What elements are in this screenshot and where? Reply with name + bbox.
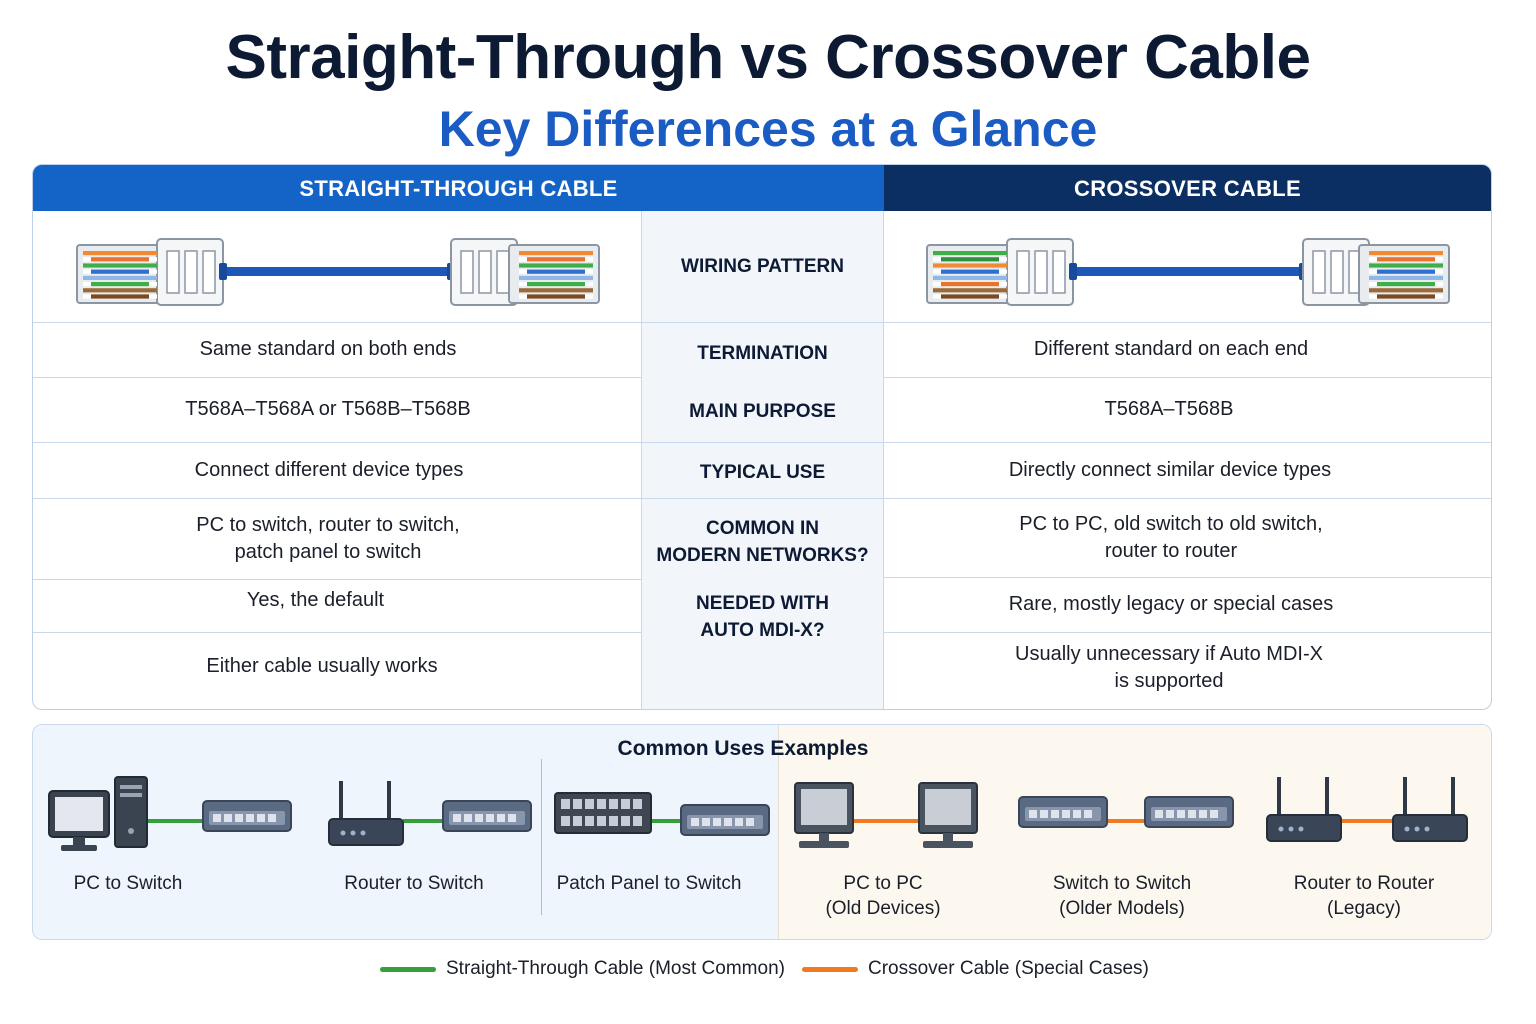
straight-cell-6: Either cable usually works bbox=[206, 654, 438, 677]
crossover-cell-4: PC to PC, old switch to old switch,route… bbox=[1019, 512, 1323, 562]
example-router-to-router: Router to Router(Legacy) bbox=[1293, 873, 1435, 919]
network-switch-icon bbox=[202, 800, 292, 832]
router-icon bbox=[1392, 776, 1468, 842]
router-icon bbox=[328, 780, 404, 846]
straight-cell-5: Yes, the default bbox=[246, 588, 385, 611]
examples-title: Common Uses Examples bbox=[617, 737, 869, 760]
network-switch-icon bbox=[1144, 796, 1234, 828]
legend-straight-label: Straight-Through Cable (Most Common) bbox=[446, 958, 785, 979]
example-pc-to-pc: PC to PC(Old Devices) bbox=[825, 873, 941, 919]
network-switch-icon bbox=[680, 804, 770, 836]
row-divider bbox=[33, 322, 1491, 323]
label-main-purpose: MAIN PURPOSE bbox=[689, 400, 836, 422]
row-divider bbox=[33, 377, 641, 378]
examples-divider bbox=[541, 759, 542, 915]
legend-crossover-label: Crossover Cable (Special Cases) bbox=[868, 958, 1149, 979]
straight-through-cable-icon bbox=[76, 238, 600, 306]
router-icon bbox=[1266, 776, 1342, 842]
straight-through-header: STRAIGHT-THROUGH CABLE bbox=[33, 165, 884, 211]
label-wiring-pattern: WIRING PATTERN bbox=[681, 256, 844, 277]
straight-examples-area bbox=[33, 725, 778, 939]
row-divider bbox=[33, 632, 641, 633]
straight-cell-4: PC to switch, router to switch,patch pan… bbox=[196, 513, 460, 563]
legend-straight: Straight-Through Cable (Most Common) bbox=[380, 958, 785, 980]
row-divider bbox=[33, 442, 1491, 443]
page-title: Straight-Through vs Crossover Cable bbox=[225, 23, 1311, 92]
label-typical-use: TYPICAL USE bbox=[699, 461, 826, 483]
crossover-header: CROSSOVER CABLE bbox=[884, 165, 1491, 211]
straight-cell-2: T568A–T568A or T568B–T568B bbox=[185, 398, 471, 420]
comparison-table: STRAIGHT-THROUGH CABLE CROSSOVER CABLE bbox=[32, 164, 1492, 710]
example-patch-panel-to-switch: Patch Panel to Switch bbox=[556, 873, 742, 894]
crossover-cell-3: Directly connect similar device types bbox=[1008, 458, 1332, 481]
examples-illustration bbox=[48, 776, 1468, 852]
row-divider bbox=[33, 579, 641, 580]
crossover-cell-2: T568A–T568B bbox=[1104, 398, 1234, 420]
crossover-cell-5: Rare, mostly legacy or special cases bbox=[1008, 593, 1334, 615]
label-column bbox=[641, 211, 884, 709]
green-line-swatch bbox=[380, 966, 436, 972]
example-router-to-switch: Router to Switch bbox=[344, 873, 484, 894]
crossover-examples-area bbox=[778, 725, 1491, 939]
example-switch-to-switch: Switch to Switch(Older Models) bbox=[1052, 873, 1192, 919]
examples-panel: Common Uses Examples bbox=[32, 724, 1492, 940]
monitor-icon bbox=[918, 782, 978, 849]
row-divider bbox=[884, 577, 1491, 578]
straight-cell-3: Connect different device types bbox=[194, 458, 464, 481]
monitor-icon bbox=[794, 782, 854, 849]
crossover-cable-icon bbox=[926, 238, 1450, 306]
straight-cell-1: Same standard on both ends bbox=[199, 338, 457, 360]
crossover-cell-1: Different standard on each end bbox=[1033, 338, 1309, 360]
orange-line-swatch bbox=[802, 966, 858, 972]
row-divider bbox=[884, 632, 1491, 633]
network-switch-icon bbox=[1018, 796, 1108, 828]
label-termination: TERMINATION bbox=[697, 342, 828, 364]
network-switch-icon bbox=[442, 800, 532, 832]
page-subtitle: Key Differences at a Glance bbox=[438, 101, 1098, 157]
row-divider bbox=[884, 377, 1491, 378]
patch-panel-icon bbox=[554, 792, 652, 834]
desktop-pc-icon bbox=[48, 776, 148, 852]
row-divider bbox=[33, 498, 1491, 499]
legend-crossover: Crossover Cable (Special Cases) bbox=[802, 958, 1149, 980]
example-pc-to-switch: PC to Switch bbox=[73, 873, 183, 894]
